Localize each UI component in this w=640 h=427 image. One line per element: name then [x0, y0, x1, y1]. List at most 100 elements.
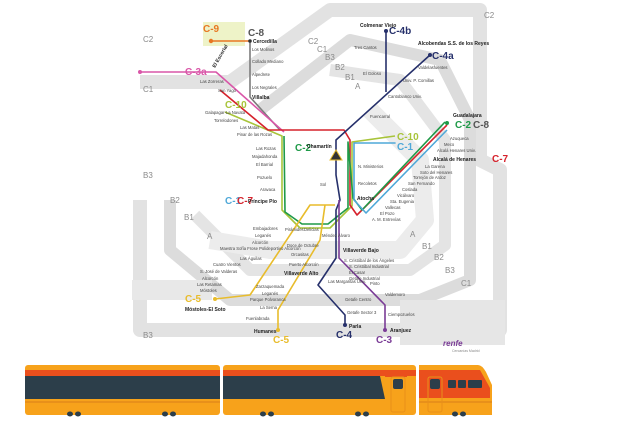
- map-label: Valdemoro: [385, 292, 406, 297]
- line-c5a: [214, 204, 335, 300]
- map-label: Leganés: [255, 233, 271, 238]
- map-label: Torrejón de Ardoz: [413, 175, 446, 180]
- map-label: Pinto: [370, 281, 380, 286]
- terminal-dots: [138, 29, 449, 332]
- map-label: Univ. P. Comillas: [403, 78, 434, 83]
- map-label: Embajadores: [253, 226, 278, 231]
- map-label: C-3a: [185, 67, 207, 78]
- map-label: Colmenar Viejo: [360, 23, 396, 29]
- map-label: Las Rozas: [256, 146, 276, 151]
- map-label: Majadahonda: [252, 154, 278, 159]
- map-label: El Goloso: [363, 71, 382, 76]
- map-label: Torrelodones: [214, 118, 238, 123]
- map-label: C-4a: [432, 51, 454, 62]
- train-car-3: [419, 365, 492, 415]
- map-label: Atocha: [357, 196, 374, 202]
- map-label: Valdelasfuentes: [418, 65, 448, 70]
- map-label: Soto del Henares: [420, 170, 452, 175]
- map-label: Galapagar-La Navata: [205, 110, 246, 115]
- map-label: Las Margaritas Univ.: [328, 279, 366, 284]
- map-label: Fuencarral: [370, 114, 390, 119]
- map-label: C-2: [455, 120, 472, 131]
- line-c1: [353, 129, 448, 214]
- map-label: Alcalá Henares Univ.: [437, 148, 476, 153]
- map-label: B3: [143, 171, 153, 180]
- map-label: Cantoblanco Univ.: [388, 94, 422, 99]
- cercanias-label: Cercanías Madrid: [452, 349, 480, 353]
- map-label: Villalba: [252, 95, 270, 101]
- map-label: A: [355, 82, 361, 91]
- map-label: B3: [143, 331, 153, 340]
- map-label: C-1: [225, 196, 242, 207]
- map-label: C2: [143, 35, 154, 44]
- map-label: B3: [445, 266, 455, 275]
- map-label: C-5: [185, 294, 202, 305]
- map-label: Sta. Eugenia: [390, 199, 415, 204]
- train-car-2: [223, 365, 416, 415]
- map-label: San Yago: [218, 88, 237, 93]
- map-label: Las Retamas: [197, 282, 222, 287]
- map-label: Alcobendas S.S. de los Reyes: [418, 41, 489, 47]
- map-label: A: [410, 230, 416, 239]
- map-label: Humanes: [254, 329, 277, 335]
- map-label: Alcalá de Henares: [433, 157, 476, 163]
- map-label: Móstoles: [200, 288, 217, 293]
- map-label: El Casar: [349, 270, 366, 275]
- map-label: B1: [345, 73, 355, 82]
- station-labels: Cercedilla Los Molinos Collado Mediano A…: [185, 23, 489, 335]
- map-label: S. Cristóbal Industrial: [349, 264, 389, 269]
- map-label: C-8: [248, 28, 265, 39]
- map-label: C-4b: [389, 26, 411, 37]
- map-label: Los Negrales: [252, 85, 277, 90]
- map-label: B3: [325, 53, 335, 62]
- map-label: C2: [484, 11, 495, 20]
- map-label: C-7: [492, 154, 509, 165]
- map-label: Aranjuez: [390, 328, 412, 334]
- map-label: S. José de Valderas: [200, 269, 237, 274]
- map-label: La Garena: [425, 164, 445, 169]
- map-label: B1: [422, 242, 432, 251]
- train-wheels: [67, 411, 466, 417]
- map-label: Pozuelo: [257, 175, 273, 180]
- map-label: C1: [143, 85, 154, 94]
- map-label: B2: [170, 196, 180, 205]
- map-label: Orcasitas: [291, 252, 309, 257]
- map-label: A: [207, 232, 213, 241]
- map-label: C-10: [397, 132, 419, 143]
- map-label: Alcorcón: [202, 276, 219, 281]
- map-label: Chamartín: [307, 144, 332, 150]
- zone-bands: [132, 3, 507, 345]
- train-illustration: [25, 365, 492, 417]
- line-c3: [338, 200, 386, 330]
- map-label: Fuenlabrada: [246, 316, 270, 321]
- chamartin-warning-icon: [329, 149, 343, 161]
- line-badges: C-9 C-8 C-3a C-10 C-2 C-4b C-4a C-2 C-8 …: [185, 24, 509, 346]
- map-label: C-7: [237, 196, 254, 207]
- line-c10: [224, 111, 396, 229]
- map-label: C-5: [273, 335, 290, 346]
- zone-labels: C2 C2 C2 C1 B3 B2 B1 A C1 B3 B2 B1 A A B…: [143, 11, 495, 340]
- map-label: Cuatro Vientos: [213, 262, 241, 267]
- map-label: Aravaca: [260, 187, 276, 192]
- map-label: Parla: [349, 324, 361, 330]
- map-label: B1: [184, 213, 194, 222]
- map-label: Maestra Sofía Frose Polideportivo Alcorc…: [220, 246, 301, 251]
- map-label: Vallecas: [385, 205, 401, 210]
- rail-lines: [140, 31, 448, 330]
- map-label: Leganés: [262, 291, 278, 296]
- map-label: El Barrial: [256, 162, 273, 167]
- map-label: Zarzaquemada: [256, 284, 285, 289]
- map-label: Guadalajara: [453, 113, 482, 119]
- map-label: Ciempozuelos: [388, 312, 415, 317]
- map-label: C-8: [473, 120, 490, 131]
- map-label: Pirámides: [285, 227, 304, 232]
- map-label: C-4: [336, 330, 353, 341]
- map-label: Las Matas: [240, 125, 259, 130]
- map-label: Las Águilas: [240, 256, 262, 261]
- map-label: Méndez Álvaro: [322, 233, 351, 238]
- map-label: Alpedrete: [252, 72, 271, 77]
- map-label: Recoletos: [358, 181, 377, 186]
- map-label: N. Ministerios: [358, 164, 383, 169]
- map-label: B2: [434, 253, 444, 262]
